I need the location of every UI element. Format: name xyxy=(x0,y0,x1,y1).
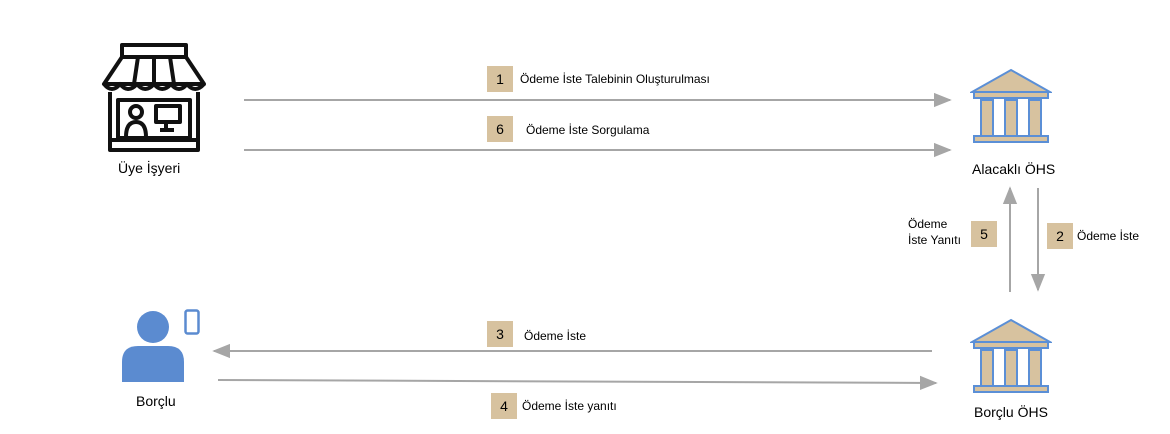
merchant-label: Üye İşyeri xyxy=(118,160,181,176)
step-badge-5: 5 xyxy=(971,221,997,247)
step-label-6: Ödeme İste Sorgulama xyxy=(526,123,650,137)
person-icon xyxy=(122,311,184,382)
debtor-bank-label: Borçlu ÖHS xyxy=(974,404,1048,420)
bank-icon xyxy=(970,318,1052,393)
step-label-5-line2: İste Yanıtı xyxy=(908,233,961,247)
phone-icon xyxy=(184,309,200,335)
creditor-bank-label: Alacaklı ÖHS xyxy=(972,161,1056,177)
step-badge-6: 6 xyxy=(487,116,513,142)
bank-icon xyxy=(970,68,1052,143)
arrow-step-4 xyxy=(217,375,938,391)
step-label-1: Ödeme İste Talebinin Oluşturulması xyxy=(520,72,710,86)
step-badge-2: 2 xyxy=(1047,223,1073,249)
step-label-3: Ödeme İste xyxy=(524,329,587,343)
step-label-5-line1: Ödeme xyxy=(908,217,948,231)
step-label-2: Ödeme İste xyxy=(1077,229,1140,243)
step-badge-3: 3 xyxy=(487,321,513,347)
store-icon xyxy=(102,43,206,152)
debtor-label: Borçlu xyxy=(136,393,176,409)
step-label-4: Ödeme İste yanıtı xyxy=(522,399,617,413)
step-badge-1: 1 xyxy=(487,66,513,92)
step-badge-4: 4 xyxy=(491,393,517,419)
